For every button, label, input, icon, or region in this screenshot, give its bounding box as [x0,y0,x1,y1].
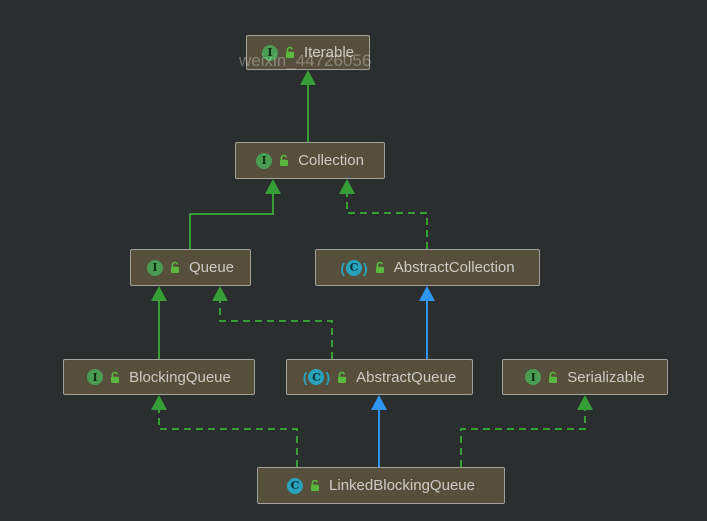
interface-icon: I [261,44,278,61]
type-icon-slot: I [146,259,163,276]
class-node-linked-blocking-queue[interactable]: C LinkedBlockingQueue [257,467,505,504]
edge-arrowhead-queue-to-collection [265,179,281,194]
class-node-collection[interactable]: I Collection [235,142,385,179]
interface-icon: I [525,369,542,385]
abstract-class-icon: (C) [302,369,331,385]
edge-arrowhead-blocking-queue-to-queue [151,286,167,301]
class-node-abstract-queue[interactable]: (C) AbstractQueue [286,359,473,395]
edge-arrowhead-linked-blocking-queue-to-blocking-queue [151,395,167,410]
type-icon-slot: C [287,477,304,494]
class-name-label: AbstractCollection [393,259,515,276]
edge-line-abstract-collection-to-collection [346,193,428,249]
class-name-label: Queue [188,259,235,276]
class-node-queue[interactable]: I Queue [130,249,251,286]
edge-line-abstract-queue-to-queue [219,300,333,359]
public-lock-icon [169,261,181,274]
class-node-abstract-collection[interactable]: (C) AbstractCollection [315,249,540,286]
edge-arrowhead-linked-blocking-queue-to-abstract-queue [371,395,387,410]
type-icon-slot: I [261,44,278,61]
type-icon-slot: I [87,369,104,385]
public-lock-icon [547,371,559,384]
class-name-label: AbstractQueue [356,368,457,386]
public-lock-icon [374,261,386,274]
class-node-serializable[interactable]: I Serializable [502,359,668,395]
class-icon: C [287,477,304,494]
class-node-blocking-queue[interactable]: I BlockingQueue [63,359,255,395]
class-name-label: Collection [298,152,364,169]
edge-arrowhead-abstract-queue-to-queue [212,286,228,301]
type-icon-slot: (C) [303,369,330,385]
class-name-label: Iterable [303,44,355,61]
public-lock-icon [336,371,348,384]
class-name-label: Serializable [567,368,645,386]
edge-line-linked-blocking-queue-to-blocking-queue [158,409,298,467]
edge-arrowhead-collection-to-iterable [300,70,316,85]
interface-icon: I [256,152,273,169]
edge-arrowhead-abstract-collection-to-collection [339,179,355,194]
abstract-class-letter-icon: C [346,259,363,276]
public-lock-icon [284,46,296,59]
public-lock-icon [309,479,321,492]
edge-arrowhead-linked-blocking-queue-to-serializable [577,395,593,410]
class-name-label: LinkedBlockingQueue [329,477,475,494]
public-lock-icon [278,154,290,167]
interface-icon: I [87,369,104,385]
abstract-class-letter-icon: C [308,369,325,385]
edge-line-queue-to-collection [189,193,274,249]
edge-line-linked-blocking-queue-to-serializable [460,409,586,467]
class-name-label: BlockingQueue [129,368,231,386]
type-icon-slot: I [525,369,542,385]
edge-arrowhead-abstract-queue-to-abstract-collection [419,286,435,301]
type-icon-slot: (C) [340,259,368,276]
class-node-iterable[interactable]: I Iterable [246,35,370,70]
interface-icon: I [146,259,163,276]
abstract-class-icon: (C) [340,259,368,276]
type-icon-slot: I [256,152,273,169]
public-lock-icon [109,371,121,384]
